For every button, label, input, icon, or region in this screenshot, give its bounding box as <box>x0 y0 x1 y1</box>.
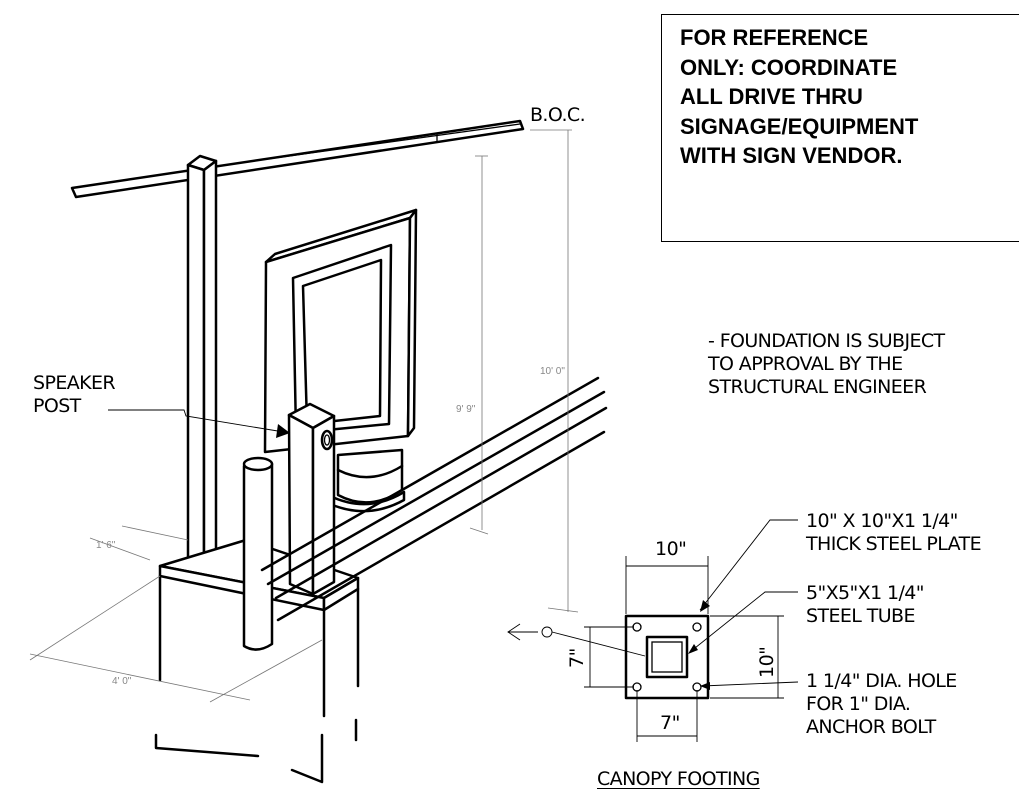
base-dimensions <box>29 525 323 703</box>
base-length-dimension: 4' 0" <box>112 676 132 687</box>
height-boc-dimension: 10' 0" <box>540 366 565 377</box>
height-canopy-dimension: 9' 9" <box>456 404 476 415</box>
base-width-dimension: 1' 6" <box>96 540 116 551</box>
canopy-beam <box>70 119 525 199</box>
steel-plate-label: 10" X 10"X1 1/4" THICK STEEL PLATE <box>806 510 982 555</box>
height-dimensions <box>469 129 579 613</box>
foundation-note: - FOUNDATION IS SUBJECT TO APPROVAL BY T… <box>708 330 945 398</box>
speaker-post <box>287 402 336 596</box>
canopy-footing-plan <box>507 519 799 742</box>
steel-tube-label: 5"X5"X1 1/4" STEEL TUBE <box>806 582 925 627</box>
curb-lines <box>260 376 608 622</box>
menu-board <box>263 208 418 513</box>
canopy-post <box>186 154 218 568</box>
plate-width-dimension: 10" <box>655 538 687 560</box>
reference-note-text: FOR REFERENCE ONLY: COORDINATE ALL DRIVE… <box>680 25 919 168</box>
bolt-spacing-horizontal-dimension: 7" <box>660 712 680 734</box>
reference-note-box: FOR REFERENCE ONLY: COORDINATE ALL DRIVE… <box>661 14 1019 242</box>
bollard <box>242 456 274 651</box>
speaker-post-leader <box>108 409 291 438</box>
anchor-hole-label: 1 1/4" DIA. HOLE FOR 1" DIA. ANCHOR BOLT <box>806 670 957 738</box>
speaker-post-label: SPEAKER POST <box>33 372 116 417</box>
canopy-footing-title: CANOPY FOOTING <box>597 768 760 790</box>
boc-label: B.O.C. <box>530 104 586 126</box>
plate-height-dimension: 10" <box>756 646 778 678</box>
bolt-spacing-vertical-dimension: 7" <box>566 648 588 668</box>
